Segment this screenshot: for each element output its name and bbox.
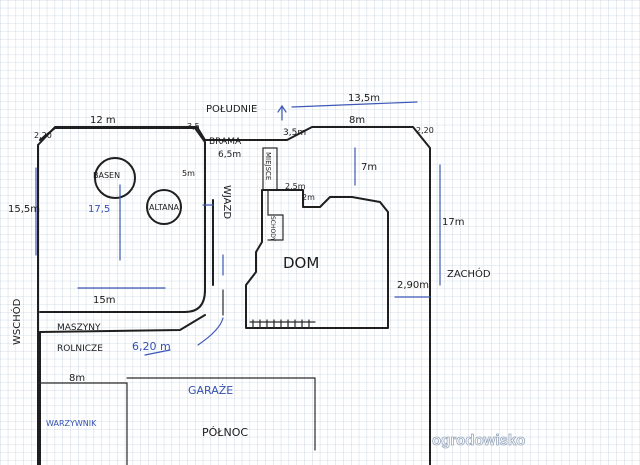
garden-divider <box>37 382 128 465</box>
label-south: POŁUDNIE <box>206 104 257 115</box>
stairs-outline <box>267 189 284 241</box>
label-plot-right-top: 8m <box>349 115 365 126</box>
label-garaze: GARAŻE <box>188 384 233 397</box>
terrace-hatching <box>252 319 310 329</box>
label-schody: SCHODY <box>269 216 276 242</box>
driveway-lower-edge <box>39 314 206 333</box>
label-house-7m: 7m <box>361 162 377 173</box>
garage-outline <box>126 377 316 451</box>
label-brama-width: 6,5m <box>218 150 241 160</box>
label-dom: DOM <box>283 254 319 272</box>
label-top-width: 13,5m <box>348 93 380 104</box>
south-arrow <box>277 104 287 121</box>
label-east: WSCHÓD <box>10 298 23 345</box>
top-dimension-line <box>291 101 418 108</box>
label-plot-left-top: 12 m <box>90 115 116 126</box>
label-dist-620: 6,20 m <box>132 340 171 353</box>
label-basen: BASEN <box>93 171 120 180</box>
label-north: PÓŁNOC <box>202 426 248 439</box>
label-segment-35m: 3,5m <box>283 128 306 138</box>
driveway-curve-arrow <box>197 317 224 346</box>
label-dist-25m: 2,5m <box>285 182 306 191</box>
watermark-logo: ogrodowisko <box>432 432 525 449</box>
pool-circle <box>94 157 136 199</box>
label-miejsce: MIEJSCE <box>264 152 272 180</box>
label-plot-left-corner: 2,20 <box>34 131 52 140</box>
label-bottom-15m: 15m <box>93 295 115 306</box>
label-left-height: 15,5m <box>8 204 40 215</box>
label-dist-5m: 5m <box>182 169 195 178</box>
label-maszyny-line2: ROLNICZE <box>57 344 103 354</box>
label-pool-height: 17,5 <box>88 204 110 215</box>
label-wjazd: WJAZD <box>221 185 232 219</box>
dist-620-line <box>144 349 171 356</box>
label-maszyny-8m: 8m <box>69 373 85 384</box>
label-right-17m: 17m <box>442 217 464 228</box>
label-dist-2m: 2m <box>302 193 315 202</box>
house-outline <box>245 189 389 329</box>
label-brama: BRAMA <box>209 137 242 147</box>
label-west: ZACHÓD <box>447 267 491 280</box>
label-corner-35: 3,5 <box>187 122 200 131</box>
label-plot-right-corner: 2,20 <box>416 126 434 135</box>
label-altana: ALTANA <box>149 203 180 212</box>
label-warzywnik: WARZYWNIK <box>46 419 97 428</box>
label-maszyny-line1: MASZYNY <box>57 323 101 333</box>
gazebo-circle <box>146 189 182 225</box>
label-west-290: 2,90m <box>397 280 429 291</box>
garden-area-outline <box>39 127 206 313</box>
